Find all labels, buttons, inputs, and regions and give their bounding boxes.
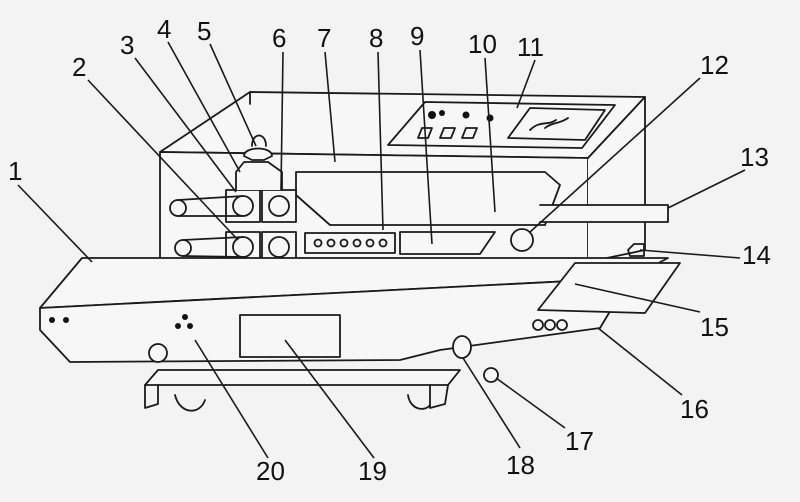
callout-12: 12	[700, 50, 729, 80]
feed-tray	[537, 262, 681, 314]
callout-9: 9	[410, 21, 424, 51]
callout-2: 2	[72, 52, 86, 82]
callout-8: 8	[369, 23, 383, 53]
callout-7: 7	[317, 23, 331, 53]
callout-17: 17	[565, 426, 594, 456]
callout-13: 13	[740, 142, 769, 172]
leader-lines	[17, 41, 746, 459]
callout-16: 16	[680, 394, 709, 424]
foot-right	[452, 335, 472, 359]
callout-19: 19	[358, 456, 387, 486]
callout-1: 1	[8, 156, 22, 186]
nameplate	[239, 314, 341, 358]
callout-5: 5	[197, 16, 211, 46]
output-guide-plate	[539, 204, 669, 223]
embossing-window	[399, 231, 496, 255]
callout-3: 3	[120, 30, 134, 60]
callout-6: 6	[272, 23, 286, 53]
callout-labels: 1 2 3 4 5 6 7 8 9 10 11 12 13 14 15 16 1…	[8, 14, 771, 486]
callout-20: 20	[256, 456, 285, 486]
indicator-strip	[304, 232, 396, 254]
callout-15: 15	[700, 312, 729, 342]
temperature-display	[507, 107, 606, 141]
callout-18: 18	[506, 450, 535, 480]
callout-4: 4	[157, 14, 171, 44]
callout-14: 14	[742, 240, 771, 270]
callout-10: 10	[468, 29, 497, 59]
speed-knob	[510, 228, 534, 252]
callout-11: 11	[517, 32, 544, 62]
adjust-knob	[483, 367, 499, 383]
foot-left	[148, 343, 168, 363]
bottom-stand	[144, 369, 461, 412]
belt-roller-assembly	[169, 134, 297, 263]
